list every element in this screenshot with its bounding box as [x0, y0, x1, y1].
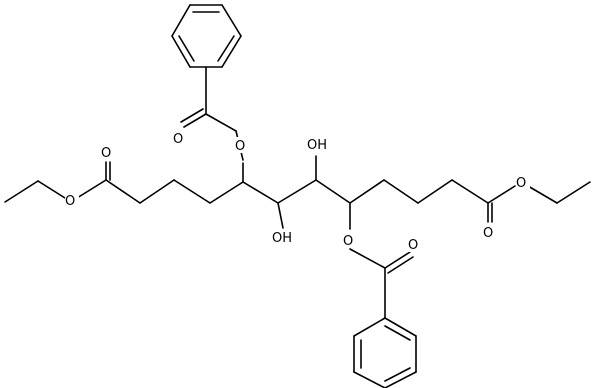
left-o-ethyl	[37, 180, 66, 199]
carbonyl-oxygen-bottom: O	[408, 238, 418, 253]
bottom-benzene-ring	[353, 317, 417, 388]
ester-oxygen-bottom: O	[343, 234, 353, 249]
left-ester-oxygen: O	[65, 194, 75, 209]
hydroxyl-lower: OH	[272, 231, 292, 246]
hydroxyl-upper: OH	[307, 138, 327, 153]
right-ester-oxygen: O	[516, 176, 526, 191]
backbone	[105, 179, 489, 204]
right-o-ethyl	[527, 185, 558, 204]
atom-labels: O O O O OH OH O O O O	[65, 130, 530, 253]
right-ethyl	[556, 181, 591, 204]
carbonyl-bond-bottom-b	[387, 256, 414, 274]
stereo-bond-c6	[277, 202, 284, 229]
o-to-carbonyl-bottom	[349, 248, 386, 269]
ester-bond-top	[205, 113, 237, 132]
right-ester-bond	[487, 185, 516, 204]
top-benzene-ring	[171, 4, 242, 68]
left-ethyl	[4, 180, 39, 203]
carbonyl-bond-bottom-a	[384, 251, 411, 269]
carbonyl-bond-top-b	[180, 108, 204, 123]
carbonyl-bond-top-a	[183, 113, 207, 128]
left-ester-bond	[76, 179, 107, 199]
left-carbonyl-oxygen: O	[101, 146, 111, 161]
right-carbonyl-oxygen: O	[483, 226, 493, 241]
ester-oxygen-top: O	[235, 139, 245, 154]
carbonyl-oxygen-top: O	[173, 132, 183, 147]
